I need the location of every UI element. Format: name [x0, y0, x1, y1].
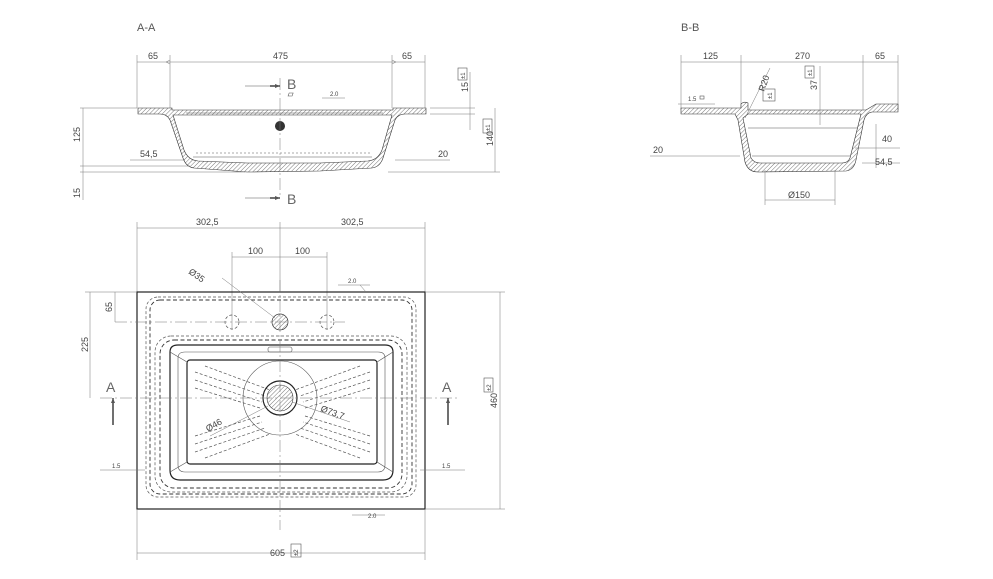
aa-dim-rim: 15 — [460, 82, 470, 92]
aa-flatness: 2.0 — [330, 92, 339, 98]
aa-dim-left: 65 — [148, 51, 158, 61]
plan-flatness-side-left: 1.5 — [112, 464, 121, 470]
bb-tol-radius: ±1 — [768, 92, 774, 99]
bb-dim-right: 65 — [875, 51, 885, 61]
aa-dim-width: 475 — [273, 51, 288, 61]
section-a-a: A-A 65 475 65 B B 2.0 — [72, 22, 500, 207]
plan-dim-width: 605 — [270, 548, 285, 558]
plan-dim-drain-inner: Ø46 — [204, 417, 224, 434]
aa-dim-right: 65 — [402, 51, 412, 61]
bb-basin-profile — [680, 101, 899, 173]
plan-bowl — [169, 344, 394, 481]
aa-tol-rim: ±1 — [461, 72, 467, 79]
section-b-b: B-B 125 270 65 1.5 20 R20 ±1 37 ±1 40 54… — [650, 22, 900, 205]
plan-flatness-side-right: 1.5 — [442, 464, 451, 470]
plan-dim-depth: 460 — [489, 393, 499, 408]
flatness-icon: 2.0 — [287, 92, 345, 99]
plan-flatness-bottom: 2.0 — [368, 514, 377, 520]
plan-dim-tap-offset: 65 — [104, 302, 114, 312]
plan-section-label-left: A — [106, 379, 116, 395]
aa-basin-profile — [137, 107, 427, 173]
plan-dim-hole-left: 100 — [248, 246, 263, 256]
bb-dim-right-height: 40 — [882, 134, 892, 144]
plan-dim-half-right: 302,5 — [341, 217, 364, 227]
bb-dim-inset: 20 — [653, 145, 663, 155]
bb-tol-depth: ±1 — [808, 69, 814, 76]
bb-dim-left: 125 — [703, 51, 718, 61]
section-bb-title: B-B — [681, 22, 699, 34]
bb-dim-width: 270 — [795, 51, 810, 61]
bb-dim-drain: Ø150 — [788, 190, 810, 200]
plan-dim-bowl-offset: 225 — [80, 337, 90, 352]
bb-dim-offset: 54,5 — [875, 157, 893, 167]
aa-tol-total: ±1 — [486, 124, 492, 131]
plan-dim-half-left: 302,5 — [196, 217, 219, 227]
plan-dim-tap-hole: Ø35 — [187, 266, 207, 284]
bb-flatness: 1.5 — [688, 97, 697, 103]
plan-dim-drain-outer: Ø73,7 — [319, 403, 345, 421]
aa-dim-offset: 54,5 — [140, 149, 158, 159]
plan-tol-width: ±2 — [294, 549, 300, 556]
section-aa-title: A-A — [137, 22, 156, 34]
bb-dim-radius: R20 — [756, 74, 771, 93]
aa-dim-bottom: 15 — [72, 188, 82, 198]
plan-tol-depth: ±2 — [487, 384, 493, 391]
aa-cut-label-top: B — [287, 76, 296, 92]
aa-dim-inset: 20 — [438, 149, 448, 159]
plan-view: 302,5 302,5 100 100 — [80, 217, 505, 560]
bb-dim-depth: 37 — [809, 80, 819, 90]
aa-cut-label-bottom: B — [287, 191, 296, 207]
plan-flatness-top: 2.0 — [348, 279, 357, 285]
plan-dim-hole-right: 100 — [295, 246, 310, 256]
plan-section-label-right: A — [442, 379, 452, 395]
plan-outline — [136, 291, 426, 510]
aa-dim-total: 140 — [485, 131, 495, 146]
aa-dim-depth: 125 — [72, 127, 82, 142]
